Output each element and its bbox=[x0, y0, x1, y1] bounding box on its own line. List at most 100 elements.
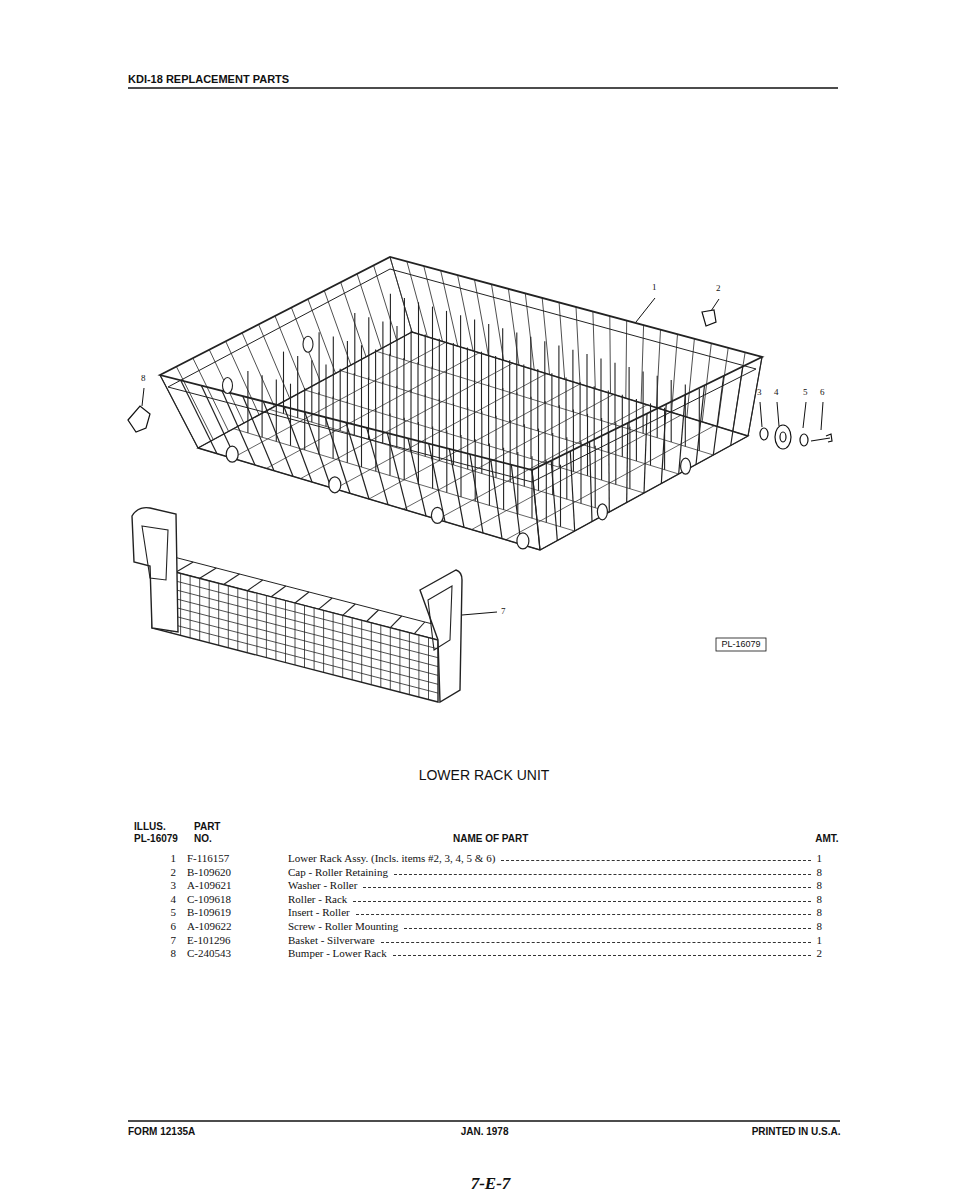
wire bbox=[491, 459, 502, 538]
wire bbox=[425, 335, 426, 397]
wire bbox=[424, 266, 443, 341]
wire bbox=[481, 412, 482, 474]
basket-handle bbox=[142, 526, 168, 580]
wire bbox=[511, 465, 521, 545]
wire bbox=[587, 414, 588, 476]
wire bbox=[502, 328, 503, 390]
wire bbox=[396, 386, 397, 448]
table-cell: C-240543 bbox=[187, 947, 231, 960]
roller-washer bbox=[760, 428, 768, 440]
table-cell: Lower Rack Assy. (Incls. items #2, 3, 4,… bbox=[288, 852, 495, 865]
wire bbox=[152, 584, 438, 658]
wire bbox=[417, 362, 418, 424]
footer-text: JAN. 1978 bbox=[461, 1126, 509, 1138]
wire bbox=[375, 350, 376, 412]
exploded-parts bbox=[128, 310, 832, 449]
table-cell: 8 bbox=[817, 920, 823, 933]
wire bbox=[580, 441, 581, 503]
rack-roller bbox=[431, 507, 443, 523]
table-cell: Roller - Rack bbox=[288, 893, 347, 906]
leader-lines bbox=[142, 298, 823, 615]
wire bbox=[295, 592, 309, 603]
wire bbox=[608, 432, 610, 512]
wire bbox=[661, 404, 666, 483]
wire bbox=[259, 324, 290, 398]
footer-rule bbox=[128, 1120, 840, 1121]
wire bbox=[387, 433, 407, 510]
wire bbox=[516, 333, 517, 395]
dot-leader bbox=[394, 874, 811, 875]
wire bbox=[361, 345, 362, 407]
table-cell: 2 bbox=[171, 866, 177, 879]
table-cell: B-109619 bbox=[187, 906, 231, 919]
wire bbox=[627, 423, 628, 503]
table-cell: 6 bbox=[171, 920, 177, 933]
table-cell: 8 bbox=[817, 893, 823, 906]
wire-rack bbox=[160, 257, 762, 550]
basket-handle bbox=[132, 508, 178, 632]
wire bbox=[361, 405, 362, 467]
plate-number: PL-16079 bbox=[721, 639, 760, 649]
wire bbox=[530, 337, 531, 399]
table-cell: Insert - Roller bbox=[288, 906, 350, 919]
column-header: NAME OF PART bbox=[453, 833, 528, 845]
wire bbox=[446, 431, 447, 493]
table-cell: C-109618 bbox=[187, 893, 231, 906]
wire bbox=[629, 367, 630, 429]
wire bbox=[545, 401, 546, 463]
wire bbox=[247, 580, 262, 591]
header-rule bbox=[128, 87, 838, 88]
wire bbox=[510, 420, 511, 482]
wire bbox=[474, 380, 475, 442]
wire bbox=[247, 371, 248, 433]
callout-number: 4 bbox=[774, 387, 779, 397]
wire bbox=[304, 388, 305, 450]
leader-line bbox=[760, 402, 762, 427]
wire bbox=[671, 380, 672, 442]
wire bbox=[152, 610, 438, 684]
wire bbox=[570, 451, 574, 531]
wire bbox=[152, 619, 438, 693]
wire bbox=[152, 601, 438, 675]
wire bbox=[503, 448, 504, 510]
wire bbox=[748, 357, 762, 436]
wire bbox=[643, 371, 644, 433]
roller-cap bbox=[702, 310, 716, 326]
plate-number-box bbox=[716, 638, 766, 651]
rack-roller bbox=[303, 336, 313, 352]
rack-rim bbox=[160, 257, 762, 470]
wire bbox=[432, 426, 433, 488]
wire bbox=[242, 333, 274, 407]
wire bbox=[382, 382, 383, 444]
wire bbox=[333, 397, 334, 459]
wire bbox=[565, 378, 566, 440]
wire bbox=[368, 317, 369, 379]
wire bbox=[460, 435, 461, 497]
callout-number: 8 bbox=[141, 373, 146, 383]
wire bbox=[446, 371, 447, 433]
rack-roller bbox=[775, 425, 791, 449]
wire bbox=[696, 385, 705, 464]
wire bbox=[546, 461, 547, 523]
rack-roller bbox=[597, 504, 607, 520]
wire bbox=[580, 382, 581, 444]
wire bbox=[425, 394, 426, 456]
wire bbox=[346, 423, 369, 500]
wire bbox=[404, 298, 405, 360]
wire bbox=[224, 574, 240, 585]
rack-base bbox=[198, 332, 748, 550]
table-cell: 7 bbox=[171, 934, 177, 947]
rules bbox=[128, 88, 840, 1121]
wire bbox=[209, 350, 244, 423]
rack-roller bbox=[329, 477, 341, 493]
wire bbox=[152, 575, 438, 649]
roller-insert bbox=[800, 434, 808, 446]
rack-roller bbox=[681, 458, 691, 474]
rack-rim bbox=[168, 269, 756, 482]
wire bbox=[625, 321, 627, 399]
wire bbox=[382, 322, 383, 384]
wire bbox=[343, 604, 356, 615]
silverware-basket bbox=[132, 508, 462, 702]
wire bbox=[354, 313, 355, 375]
